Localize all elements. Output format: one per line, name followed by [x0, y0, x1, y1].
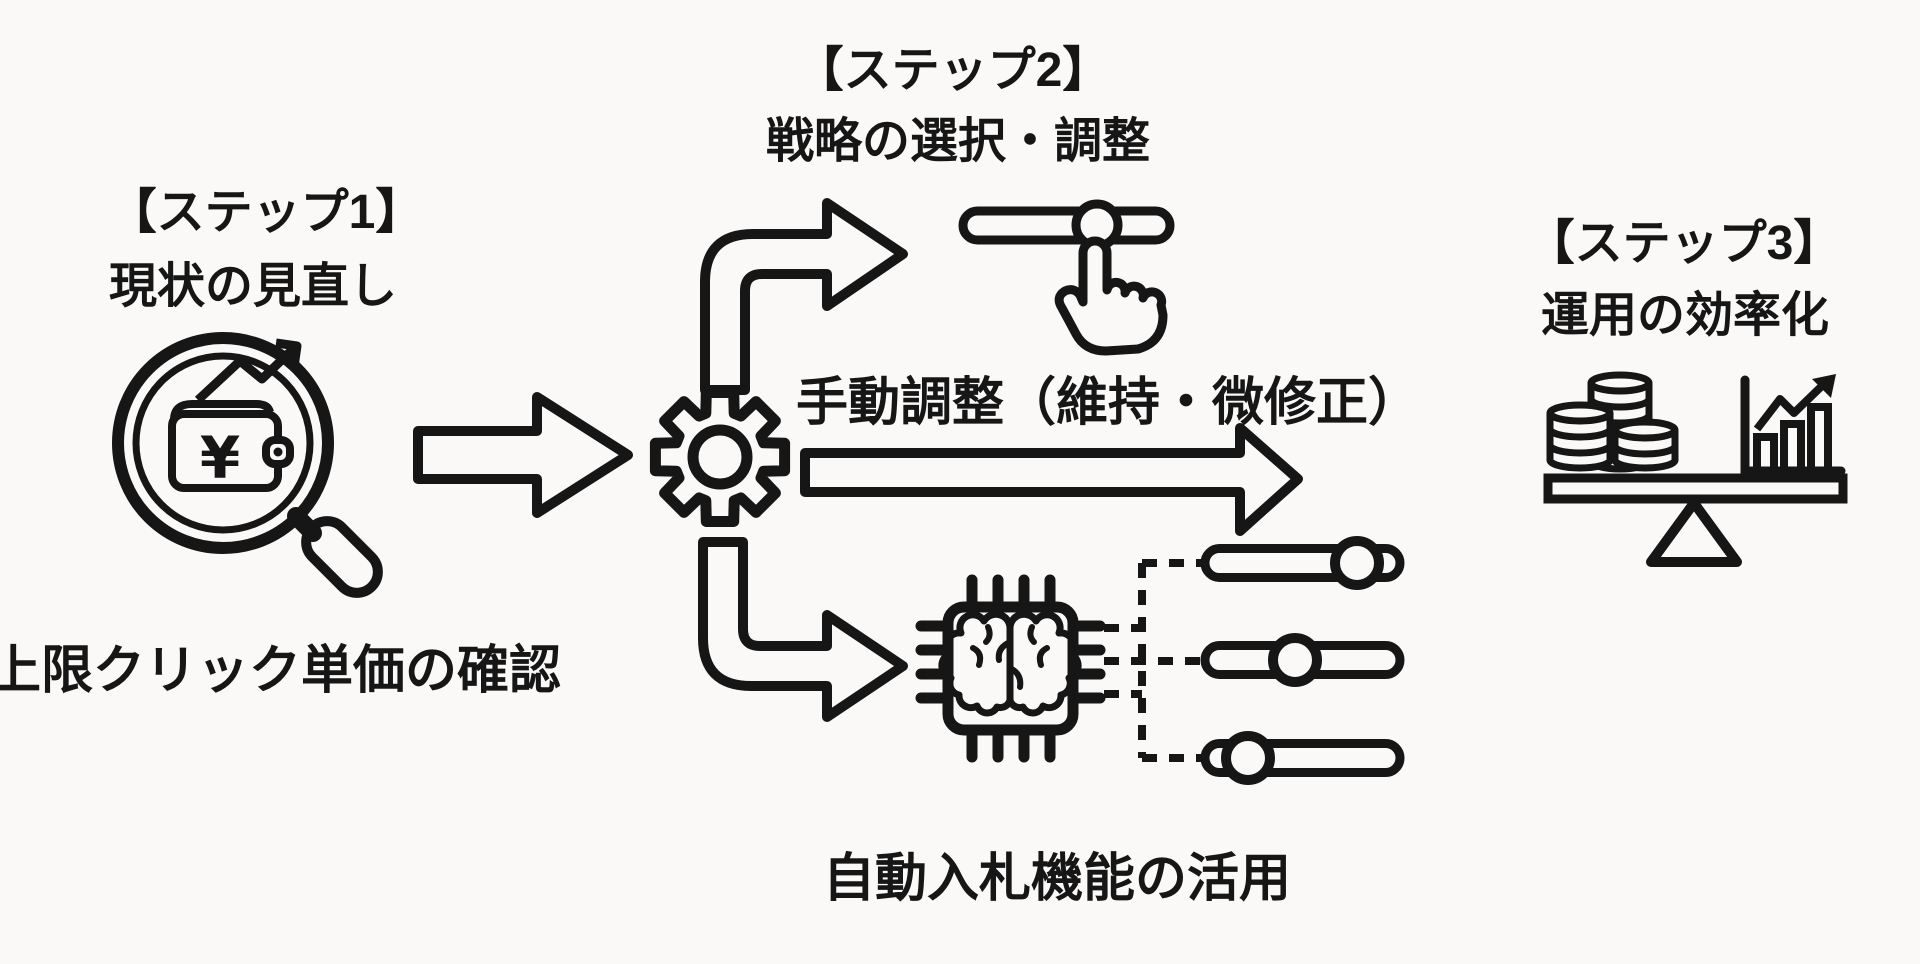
step3-title: 【ステップ3】 [1527, 217, 1842, 270]
brain-icon [938, 610, 1082, 717]
auto-sliders-group [1200, 536, 1405, 785]
slider3-track [1200, 739, 1405, 777]
step1-caption: 上限クリック単価の確認 [0, 642, 561, 700]
step3-subtitle: 運用の効率化 [1541, 289, 1829, 342]
chart-trend-arrowhead [1812, 374, 1836, 398]
growth-arrow-icon [194, 346, 296, 404]
balance-scale-icon [1543, 371, 1848, 567]
chip-pins [915, 574, 1106, 763]
slider2-knob [1268, 633, 1322, 687]
auto-branch-label: 自動入札機能の活用 [823, 850, 1291, 908]
auto-slider-3 [1200, 731, 1405, 785]
chip-to-sliders-connectors [1104, 559, 1205, 762]
manual-slider-hand-icon [958, 199, 1175, 356]
step2-subtitle: 戦略の選択・調整 [766, 115, 1150, 168]
balance-fulcrum [1646, 498, 1742, 567]
wallet-icon: ¥ [168, 338, 302, 492]
chart-trend-line [1753, 378, 1830, 432]
bar-chart-icon [1740, 374, 1846, 476]
auto-slider-2 [1200, 633, 1405, 687]
step1-title: 【ステップ1】 [109, 186, 424, 239]
magnifier-lens-inner [132, 352, 314, 534]
manual-to-step3-arrow [800, 423, 1303, 536]
brain-folds [970, 624, 1050, 690]
step2-title: 【ステップ2】 [796, 44, 1111, 97]
magnifier-handle [301, 516, 383, 598]
auto-slider-1 [1200, 536, 1405, 590]
coin-stacks-icon [1546, 371, 1679, 473]
step2-label-group: 【ステップ2】 戦略の選択・調整 [766, 44, 1150, 168]
coin-stack-right [1611, 418, 1679, 472]
slider1-track [1200, 544, 1405, 582]
yen-symbol: ¥ [200, 424, 240, 492]
step1-label-group: 【ステップ1】 現状の見直し [109, 186, 424, 313]
magnifier-lens-outer [112, 332, 334, 554]
gear-to-manual-arrow [700, 198, 908, 395]
step1-subtitle: 現状の見直し [109, 260, 397, 313]
gear-to-auto-arrow [698, 537, 908, 722]
magnifier-wallet-icon: ¥ [112, 332, 383, 598]
manual-branch-label: 手動調整（維持・微修正） [796, 374, 1420, 432]
ai-chip-icon [915, 574, 1106, 763]
chart-bars [1753, 403, 1832, 475]
gear-hub [687, 424, 753, 490]
gear-icon [649, 387, 791, 527]
wallet-clasp-dot [273, 447, 283, 457]
gear-body [649, 387, 791, 527]
coin-stack-left [1546, 401, 1614, 472]
growth-arrowhead [275, 338, 302, 368]
slider3-knob [1221, 731, 1275, 785]
slider1-knob [1330, 536, 1384, 590]
step3-label-group: 【ステップ3】 運用の効率化 [1527, 217, 1842, 342]
pointing-hand-icon [1054, 236, 1168, 356]
balance-beam [1543, 473, 1848, 504]
manual-slider-track [958, 206, 1175, 245]
step1-to-step2-arrow [413, 392, 633, 518]
